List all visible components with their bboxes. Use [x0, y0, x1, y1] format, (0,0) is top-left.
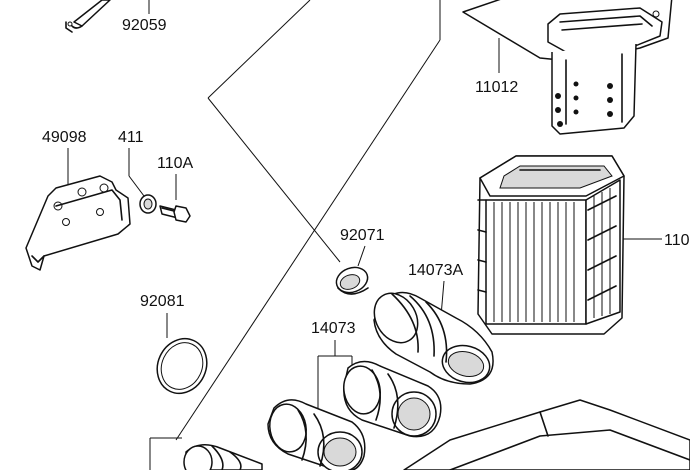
- duct-bottom-left: [183, 444, 263, 470]
- tube-92059: [65, 0, 111, 33]
- label-110a: 110A: [157, 155, 194, 172]
- label-92071: 92071: [340, 227, 385, 244]
- label-14073: 14073: [311, 320, 356, 337]
- cover-11012: [462, 0, 673, 135]
- washer-411: [139, 194, 157, 214]
- label-14073a: 14073A: [408, 262, 463, 279]
- duct-14073-lower: [267, 399, 366, 470]
- oring-92081: [156, 337, 208, 395]
- bolt-110a: [159, 205, 191, 223]
- grommet-92071: [335, 266, 369, 295]
- housing-bottom-right: [403, 399, 690, 470]
- label-411: 411: [118, 129, 144, 146]
- label-92059: 92059: [122, 17, 167, 34]
- filter-pleats: [493, 188, 611, 322]
- label-11012: 11012: [475, 79, 518, 96]
- air-filter-110: [477, 155, 625, 335]
- label-92081: 92081: [140, 293, 185, 310]
- label-110-clipped: 110: [664, 232, 690, 249]
- duct-14073a: [373, 291, 494, 385]
- label-49098: 49098: [42, 129, 87, 146]
- bracket-49098: [25, 175, 131, 271]
- duct-14073-upper: [343, 360, 442, 438]
